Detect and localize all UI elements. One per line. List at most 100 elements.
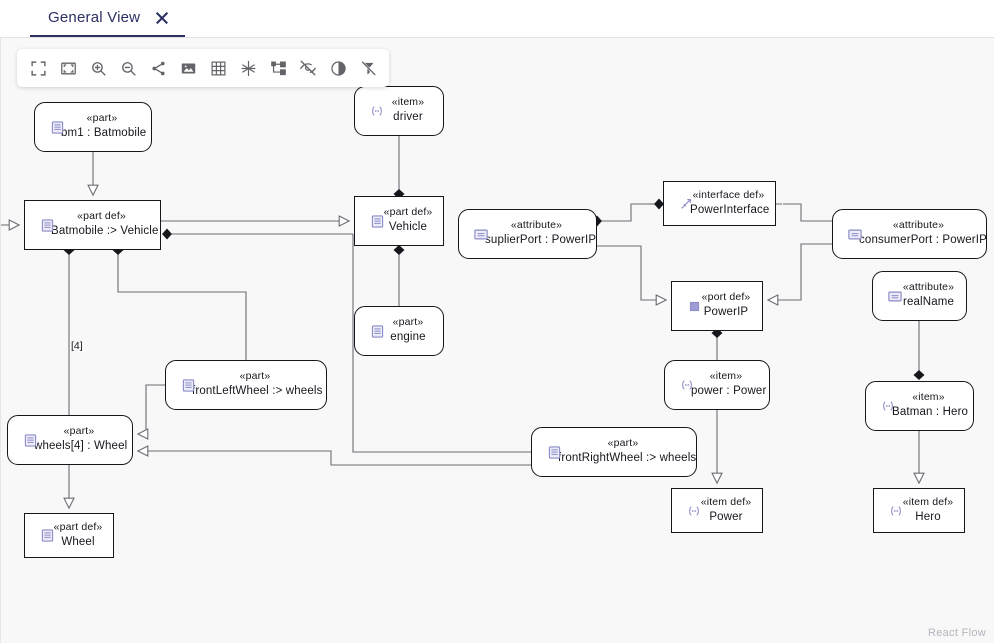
node-keyword: «item»: [709, 370, 743, 383]
item-icon: [888, 503, 904, 519]
node-name: PowerIP: [703, 306, 749, 319]
interface-def-icon: [678, 196, 694, 212]
fit-view-icon: [30, 60, 47, 77]
diagram-node-vehicle[interactable]: «part def» Vehicle: [354, 196, 444, 246]
diagram-node-frontRightWheel[interactable]: «part»frontRightWheel :> wheels: [531, 427, 697, 477]
node-name: Hero: [915, 510, 941, 523]
diagram-node-frontLeftWheel[interactable]: «part» frontLeftWheel :> wheels: [165, 360, 327, 410]
part-icon: [369, 323, 385, 339]
diagram-node-consumerPort[interactable]: «attribute»consumerPort : PowerIP: [832, 209, 987, 259]
tab-bar: General View: [0, 0, 994, 38]
node-name: bm1 : Batmobile: [61, 127, 147, 140]
diagram-node-batman[interactable]: «item»Batman : Hero: [865, 381, 974, 431]
diagram-node-realName[interactable]: «attribute» realName: [872, 271, 967, 321]
fit-view-button[interactable]: [23, 53, 53, 83]
hide-labels-button[interactable]: [293, 53, 323, 83]
node-keyword: «item def»: [902, 495, 954, 508]
diagram-toolbar[interactable]: [17, 49, 389, 87]
diagram-node-suplierPort[interactable]: «attribute» suplierPort : PowerIP: [458, 209, 597, 259]
eye-off-icon: [299, 59, 317, 77]
node-name: Vehicle: [388, 221, 428, 234]
node-name: frontLeftWheel :> wheels: [192, 385, 323, 398]
attribute-icon: [847, 226, 863, 242]
tab-general-view[interactable]: General View: [30, 0, 186, 37]
part-icon: [22, 432, 38, 448]
node-keyword: «part»: [63, 425, 95, 438]
part-def-icon: [369, 213, 385, 229]
filter-off-icon: [360, 60, 377, 77]
zoom-to-fit-button[interactable]: [53, 53, 83, 83]
tree-layout-icon: [270, 60, 287, 77]
node-keyword: «part»: [239, 370, 271, 383]
diagram-node-wheels[interactable]: «part» wheels[4] : Wheel: [7, 415, 133, 465]
node-name: Wheel: [61, 535, 95, 548]
diagram-node-powerIP[interactable]: «port def» PowerIP: [671, 281, 763, 331]
node-name: suplierPort : PowerIP: [485, 234, 597, 247]
node-keyword: «item def»: [700, 495, 752, 508]
tab-label: General View: [48, 9, 141, 26]
attribute-icon: [473, 226, 489, 242]
part-icon: [180, 377, 196, 393]
node-name: PowerInterface: [690, 203, 770, 216]
node-name: Batman : Hero: [892, 406, 969, 419]
item-icon: [686, 503, 702, 519]
attribute-icon: [887, 288, 903, 304]
node-keyword: «attribute»: [510, 219, 563, 232]
contrast-icon: [330, 60, 347, 77]
node-keyword: «part def»: [53, 520, 103, 533]
close-icon[interactable]: [154, 10, 169, 25]
item-icon: [880, 398, 896, 414]
auto-layout-button[interactable]: [233, 53, 263, 83]
export-image-button[interactable]: [173, 53, 203, 83]
diagram-node-powerInterface[interactable]: «interface def» PowerInterface: [663, 181, 776, 226]
node-keyword: «part def»: [77, 210, 126, 223]
diagram-node-batmobile[interactable]: «part def» Batmobile :> Vehicle: [24, 200, 161, 250]
diagram-node-bm1[interactable]: «part» bm1 : Batmobile: [34, 102, 152, 152]
node-name: frontRightWheel :> wheels: [558, 452, 697, 465]
node-keyword: «part»: [392, 316, 424, 329]
node-name: engine: [390, 331, 426, 344]
diagram-node-engine[interactable]: «part» engine: [354, 306, 444, 356]
zoom-in-icon: [90, 60, 107, 77]
item-icon: [369, 103, 385, 119]
node-name: power : Power: [691, 385, 767, 398]
port-def-icon: [686, 298, 702, 314]
part-def-icon: [39, 528, 55, 544]
node-keyword: «item»: [391, 96, 425, 109]
part-icon: [49, 119, 65, 135]
zoom-out-button[interactable]: [113, 53, 143, 83]
diagram-node-heroDef[interactable]: «item def» Hero: [873, 488, 965, 533]
share-icon: [150, 60, 167, 77]
node-keyword: «attribute»: [902, 281, 955, 294]
react-flow-watermark: React Flow: [927, 627, 986, 639]
diagram-canvas[interactable]: «part» bm1 : Batmobile «part def» Batmobile…: [0, 38, 994, 643]
zoom-to-fit-icon: [60, 60, 77, 77]
toggle-grid-button[interactable]: [203, 53, 233, 83]
zoom-in-button[interactable]: [83, 53, 113, 83]
node-name: driver: [393, 111, 423, 124]
node-keyword: «part»: [86, 112, 118, 125]
node-keyword: «port def»: [701, 291, 751, 304]
node-name: realName: [902, 296, 955, 309]
node-keyword: «attribute»: [892, 219, 945, 232]
diagram-node-driver[interactable]: «item» driver: [354, 86, 444, 136]
node-name: Batmobile :> Vehicle: [51, 225, 159, 238]
diagram-node-power[interactable]: «item» power : Power: [664, 360, 770, 410]
contrast-button[interactable]: [323, 53, 353, 83]
node-name: wheels[4] : Wheel: [34, 440, 128, 453]
node-keyword: «interface def»: [692, 188, 765, 201]
share-button[interactable]: [143, 53, 173, 83]
node-name: Power: [709, 510, 743, 523]
diagram-node-wheelDef[interactable]: «part def» Wheel: [24, 513, 114, 558]
diagram-node-powerDef[interactable]: «item def» Power: [671, 488, 763, 533]
item-icon: [679, 377, 695, 393]
image-icon: [180, 60, 197, 77]
node-keyword: «part def»: [383, 206, 433, 219]
filter-off-button[interactable]: [353, 53, 383, 83]
edge-multiplicity-label: [4]: [71, 340, 83, 352]
zoom-out-icon: [120, 60, 137, 77]
tree-layout-button[interactable]: [263, 53, 293, 83]
snap-lines-icon: [240, 60, 257, 77]
part-def-icon: [39, 217, 55, 233]
